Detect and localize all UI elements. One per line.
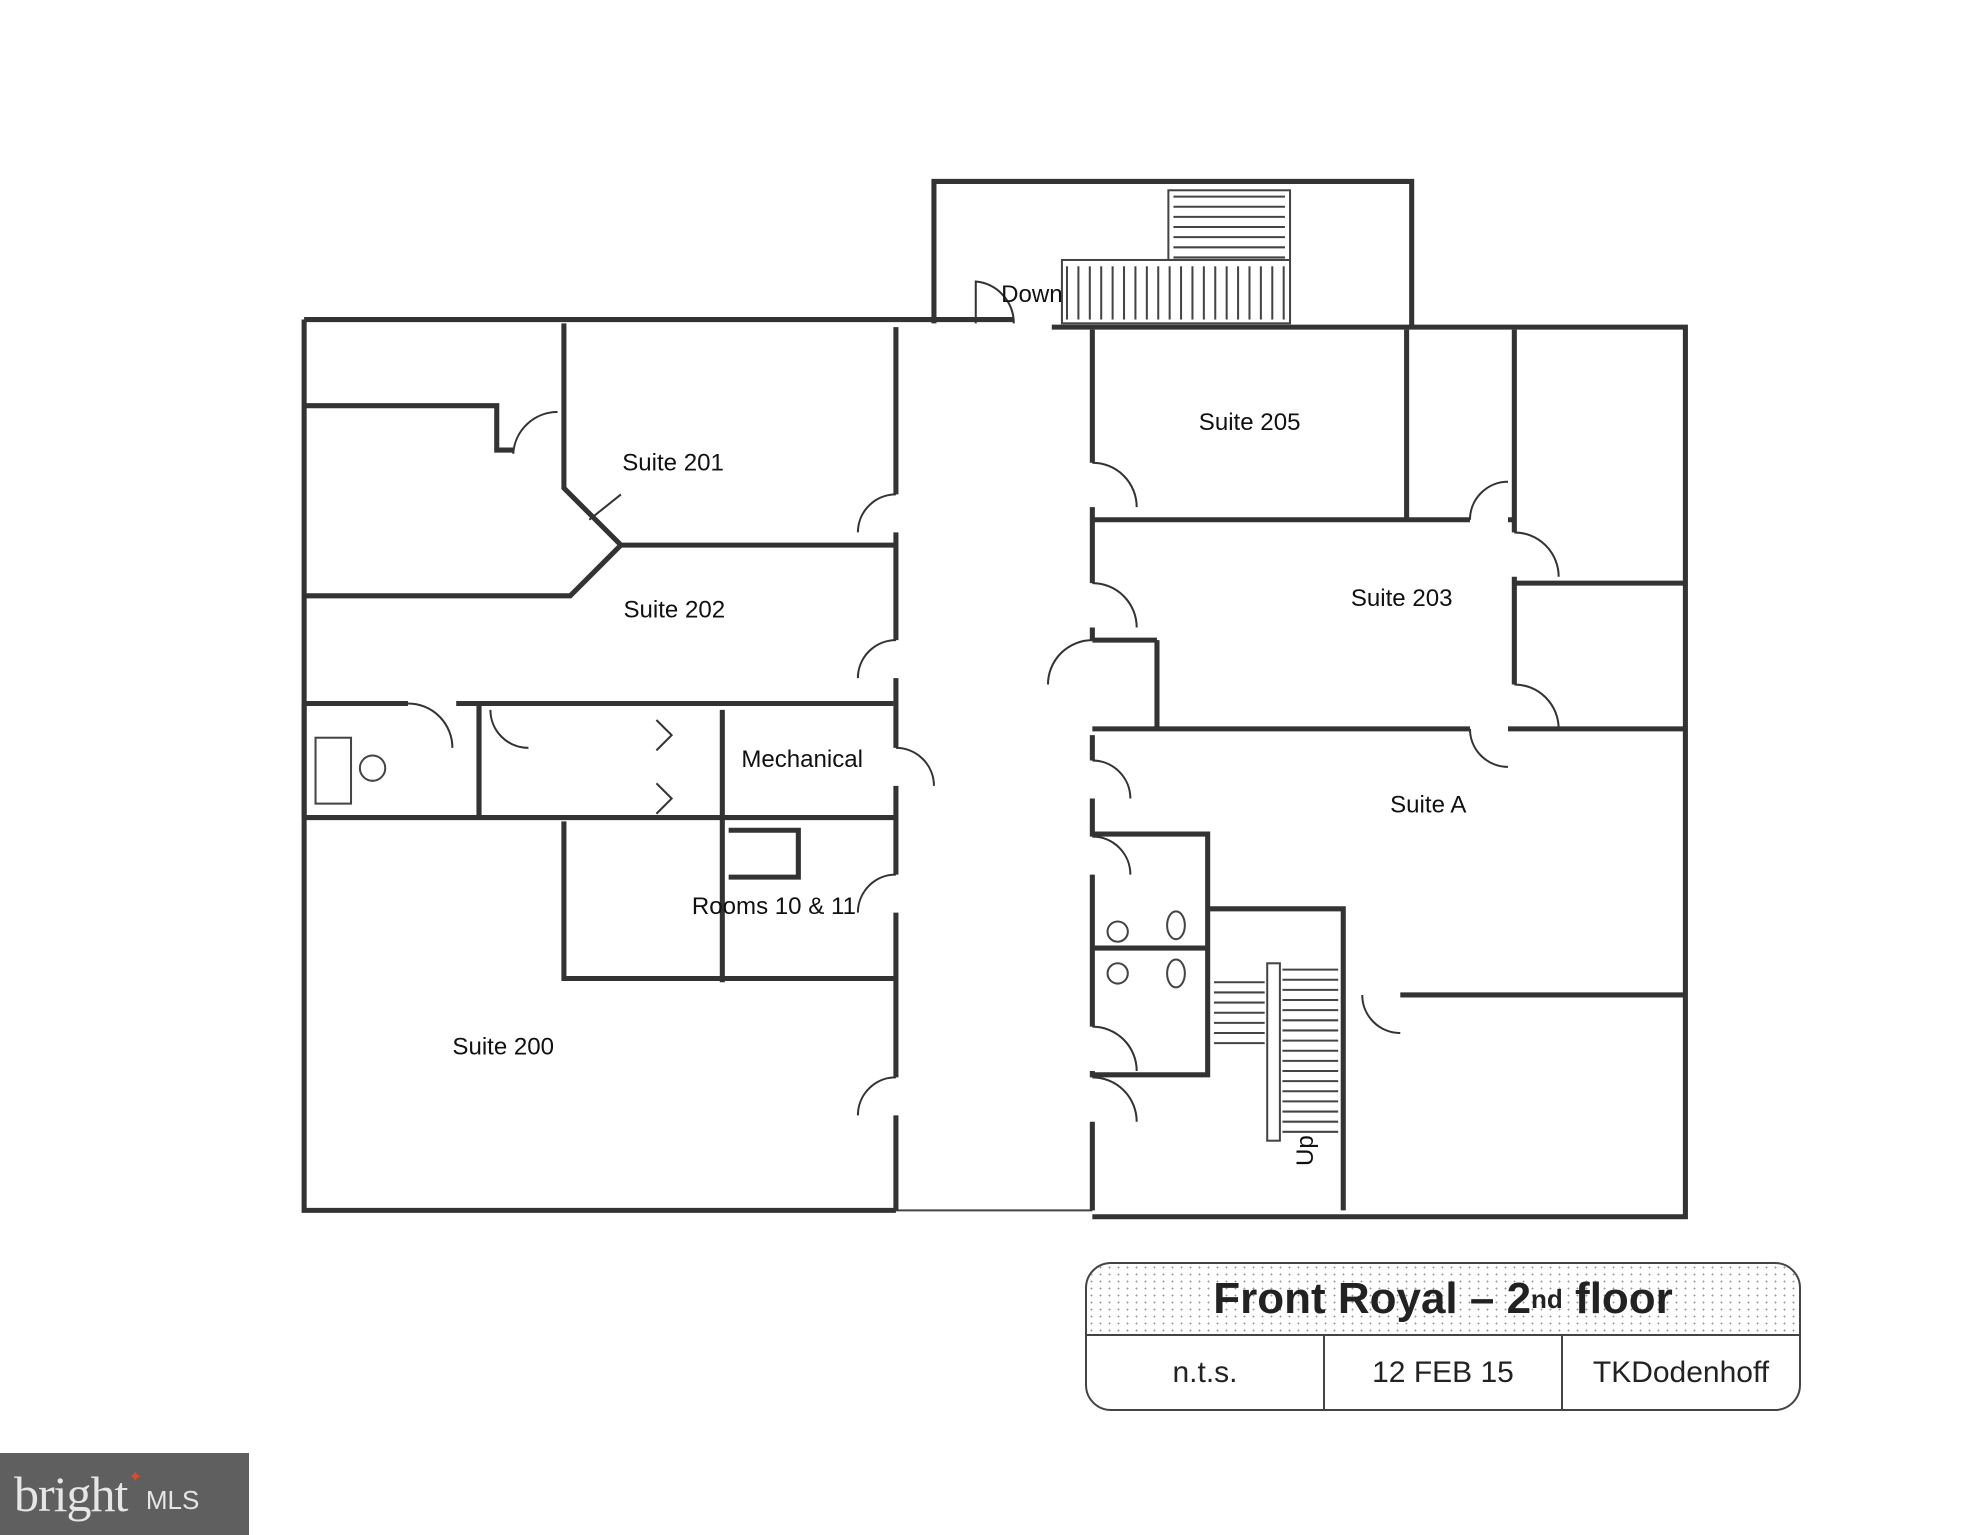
label-suite-205: Suite 205 bbox=[1199, 409, 1301, 436]
date-cell: 12 FEB 15 bbox=[1325, 1336, 1563, 1409]
top-staircase bbox=[1060, 189, 1292, 325]
lower-staircase bbox=[1213, 962, 1339, 1142]
title-tail: floor bbox=[1562, 1274, 1673, 1323]
label-mechanical: Mechanical bbox=[741, 746, 863, 773]
sink bbox=[1166, 958, 1186, 989]
title-sup: nd bbox=[1531, 1283, 1563, 1314]
office-walls bbox=[301, 703, 482, 818]
logo-suffix: MLS bbox=[145, 1484, 200, 1515]
label-suite-203: Suite 203 bbox=[1351, 585, 1453, 612]
label-suite-202: Suite 202 bbox=[623, 596, 725, 623]
sink bbox=[1166, 910, 1186, 941]
label-suite-201: Suite 201 bbox=[622, 449, 724, 476]
label-up: Up bbox=[1292, 1135, 1319, 1166]
label-down: Down bbox=[1001, 281, 1063, 308]
doors bbox=[408, 411, 1560, 1122]
author-cell: TKDodenhoff bbox=[1592, 1355, 1770, 1389]
stair-tower-wall bbox=[931, 178, 1415, 328]
left-room-walls bbox=[304, 323, 896, 983]
logo-word: bright bbox=[14, 1466, 128, 1522]
chair bbox=[358, 754, 387, 782]
outer-wall bbox=[301, 317, 1688, 1220]
desk bbox=[314, 736, 353, 805]
bright-mls-logo: bright✦MLS bbox=[0, 1453, 249, 1535]
toilet bbox=[1106, 920, 1129, 943]
title-main: Front Royal – 2 bbox=[1213, 1274, 1532, 1323]
star-icon: ✦ bbox=[128, 1469, 142, 1486]
label-suite-200: Suite 200 bbox=[452, 1034, 554, 1061]
scale-cell: n.t.s. bbox=[1087, 1336, 1325, 1409]
toilet bbox=[1106, 962, 1129, 985]
right-room-walls bbox=[1092, 329, 1686, 1211]
label-suite-a: Suite A bbox=[1390, 791, 1466, 818]
door bbox=[974, 280, 1015, 324]
label-rooms-10-11: Rooms 10 & 11 bbox=[692, 893, 856, 920]
